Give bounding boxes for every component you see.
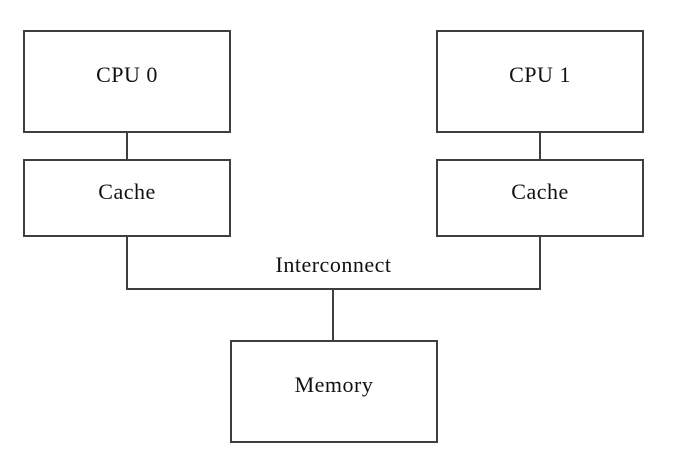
interconnect-bus-line: [126, 288, 541, 290]
node-cpu1-label: CPU 1: [509, 61, 571, 87]
node-cache1: Cache: [436, 159, 644, 237]
node-cpu0-label: CPU 0: [96, 61, 158, 87]
interconnect-label: Interconnect: [275, 252, 392, 277]
edge-cpu1-cache1: [539, 133, 541, 159]
edge-interconnect-memory: [332, 290, 334, 340]
node-memory: Memory: [230, 340, 438, 443]
edge-cache0-interconnect: [126, 237, 128, 290]
node-cache1-label: Cache: [511, 179, 569, 204]
node-cpu1: CPU 1: [436, 30, 644, 133]
node-cache0: Cache: [23, 159, 231, 237]
node-cache0-label: Cache: [98, 179, 156, 204]
node-memory-label: Memory: [294, 371, 374, 397]
node-cpu0: CPU 0: [23, 30, 231, 133]
edge-cpu0-cache0: [126, 133, 128, 159]
edge-cache1-interconnect: [539, 237, 541, 290]
